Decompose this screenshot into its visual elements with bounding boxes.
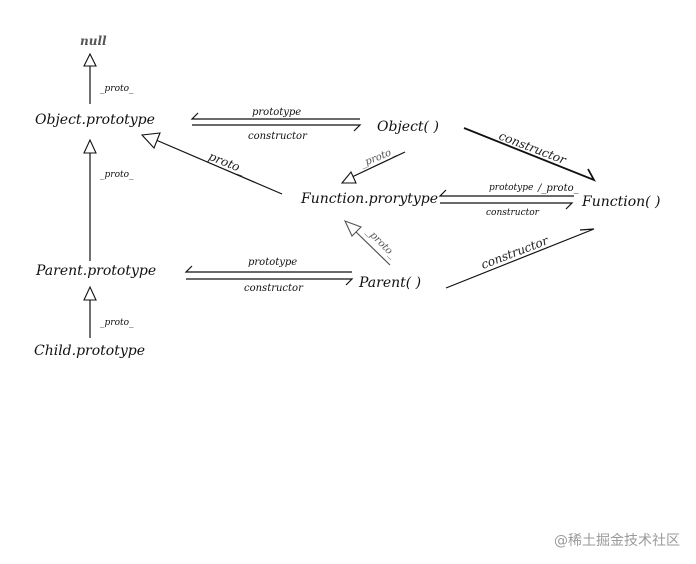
node-parent-prototype: Parent.prototype bbox=[35, 263, 156, 279]
label-object-constructor: constructor bbox=[248, 131, 308, 142]
label-function-proto: /_proto_ bbox=[537, 183, 579, 194]
label-funcproto-to-objproto-proto: _proto_ bbox=[201, 147, 248, 177]
edge-funcproto-to-objproto-proto bbox=[155, 139, 283, 195]
label-parent-to-funcproto-proto: _proto_ bbox=[364, 226, 398, 260]
edge-object-prototype bbox=[190, 112, 360, 120]
label-parent-constructor: constructor bbox=[244, 283, 304, 294]
label-function-prototype: prototype bbox=[489, 183, 533, 193]
label-parentproto-proto: _proto_ bbox=[100, 170, 134, 180]
arrowhead-funcproto-from-object bbox=[340, 170, 357, 184]
node-object-prototype: Object.prototype bbox=[35, 112, 155, 128]
label-parent-prototype: prototype bbox=[248, 257, 297, 268]
label-parent-to-function-constructor: constructor bbox=[479, 233, 551, 272]
label-objproto-proto: _proto_ bbox=[100, 84, 134, 94]
arrowhead-null bbox=[83, 52, 97, 67]
label-object-to-funcproto-proto: _proto_ bbox=[359, 146, 398, 170]
label-object-prototype: prototype bbox=[252, 107, 301, 118]
node-parent-constructor: Parent( ) bbox=[358, 275, 421, 291]
node-function-prototype: Function.prorytype bbox=[300, 191, 438, 207]
edge-function-constructor bbox=[440, 202, 574, 210]
edge-function-prototype bbox=[438, 189, 574, 197]
node-child-prototype: Child.prototype bbox=[34, 343, 145, 359]
label-object-to-function-constructor: constructor bbox=[497, 129, 569, 168]
edge-object-constructor bbox=[192, 124, 362, 132]
edge-parent-to-funcproto-proto bbox=[353, 229, 391, 266]
edge-object-to-function-constructor bbox=[463, 127, 596, 182]
watermark: @稀土掘金技术社区 bbox=[554, 533, 680, 549]
edge-parent-constructor bbox=[186, 278, 354, 286]
arrowhead-objproto-from-funcproto bbox=[140, 132, 161, 150]
node-null: null bbox=[80, 34, 107, 48]
edge-object-to-funcproto-proto bbox=[351, 151, 406, 178]
arrowhead-funcproto-from-parent bbox=[343, 220, 362, 237]
edge-parent-prototype bbox=[184, 265, 352, 273]
edge-parent-to-function-constructor bbox=[445, 228, 595, 289]
arrowhead-objproto bbox=[83, 138, 97, 154]
label-function-constructor: constructor bbox=[486, 208, 540, 218]
node-object-constructor: Object( ) bbox=[377, 119, 439, 135]
node-function-constructor: Function( ) bbox=[581, 194, 661, 210]
arrowhead-parentproto bbox=[83, 285, 97, 301]
label-childproto-proto: _proto_ bbox=[100, 318, 134, 328]
